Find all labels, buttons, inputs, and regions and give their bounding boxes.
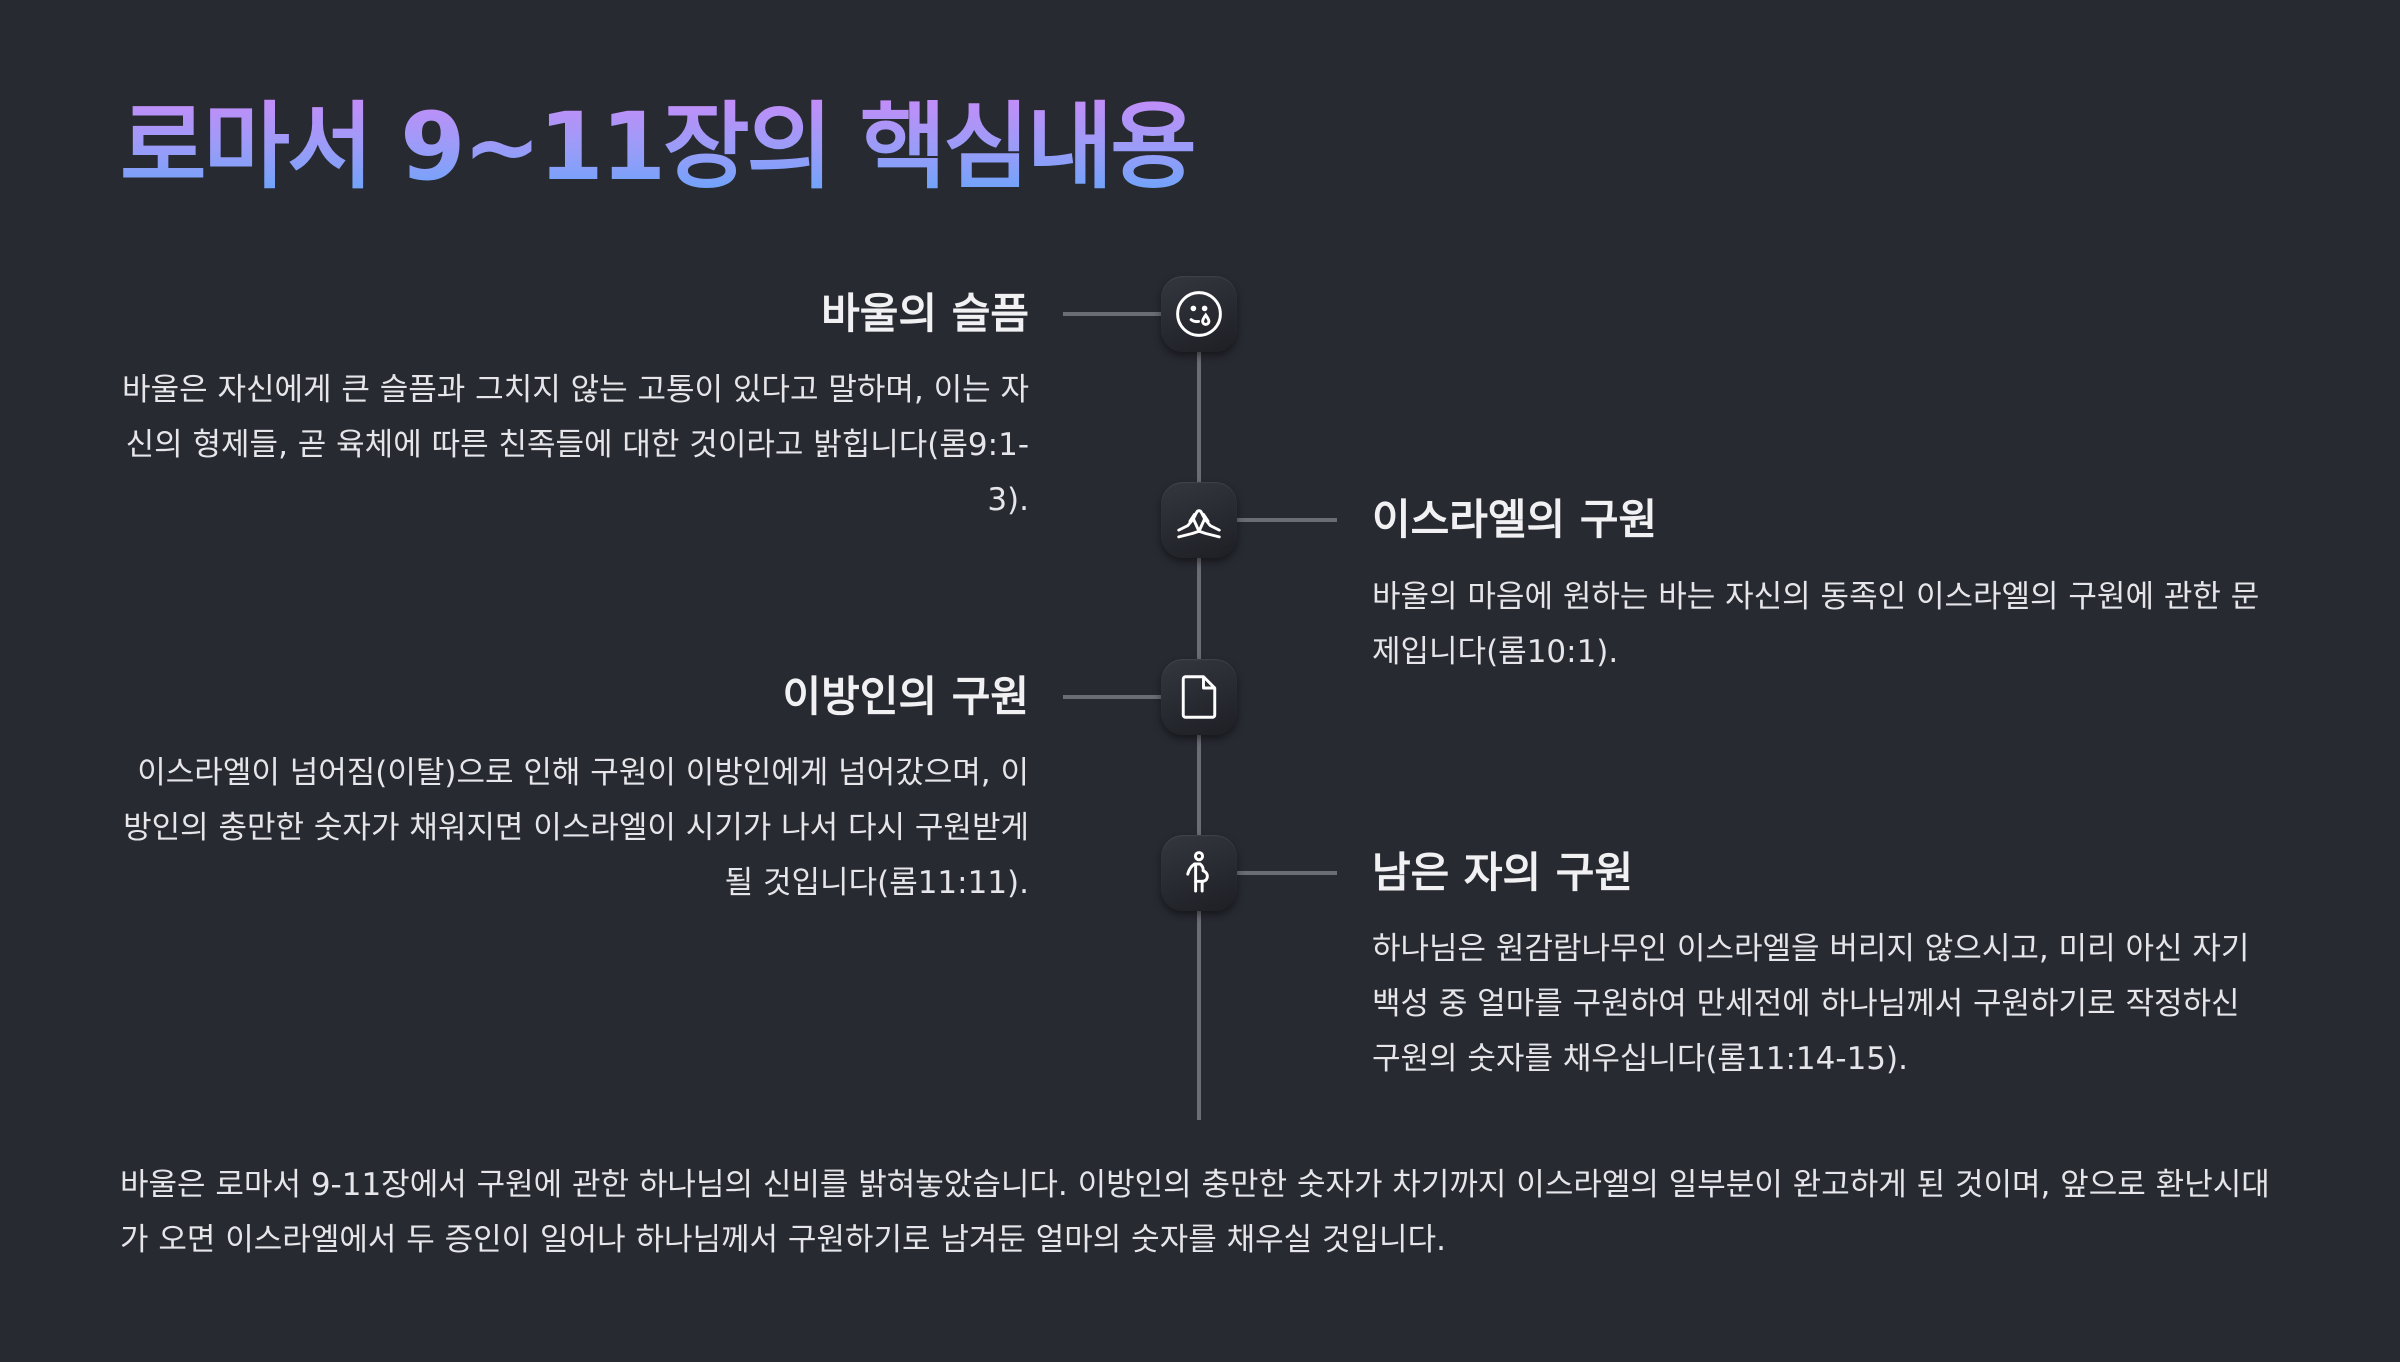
pregnant-person-icon xyxy=(1161,835,1237,911)
timeline-heading: 이방인의 구원 xyxy=(782,672,1029,721)
summary-paragraph: 바울은 로마서 9-11장에서 구원에 관한 하나님의 신비를 밝혀놓았습니다.… xyxy=(120,1167,2270,1258)
timeline-heading: 이스라엘의 구원 xyxy=(1372,495,1658,544)
timeline-heading: 남은 자의 구원 xyxy=(1372,848,1634,897)
timeline-body: 하나님은 원감람나무인 이스라엘을 버리지 않으시고, 미리 아신 자기 백성 … xyxy=(1372,931,2250,1077)
timeline-body: 바울은 자신에게 큰 슬픔과 그치지 않는 고통이 있다고 말하며, 이는 자신… xyxy=(122,372,1029,518)
connector-line xyxy=(1063,695,1163,699)
crying-face-icon xyxy=(1161,276,1237,352)
timeline-body: 이스라엘이 넘어짐(이탈)으로 인해 구원이 이방인에게 넘어갔으며, 이방인의… xyxy=(123,755,1029,901)
connector-line xyxy=(1063,312,1163,316)
page-title: 로마서 9~11장의 핵심내용 xyxy=(120,88,1197,208)
timeline-heading: 바울의 슬픔 xyxy=(821,289,1029,338)
praying-hands-icon xyxy=(1161,482,1237,558)
timeline-body: 바울의 마음에 원하는 바는 자신의 동족인 이스라엘의 구원에 관한 문제입니… xyxy=(1372,579,2260,670)
connector-line xyxy=(1236,518,1337,522)
document-icon xyxy=(1161,659,1237,735)
connector-line xyxy=(1236,871,1337,875)
